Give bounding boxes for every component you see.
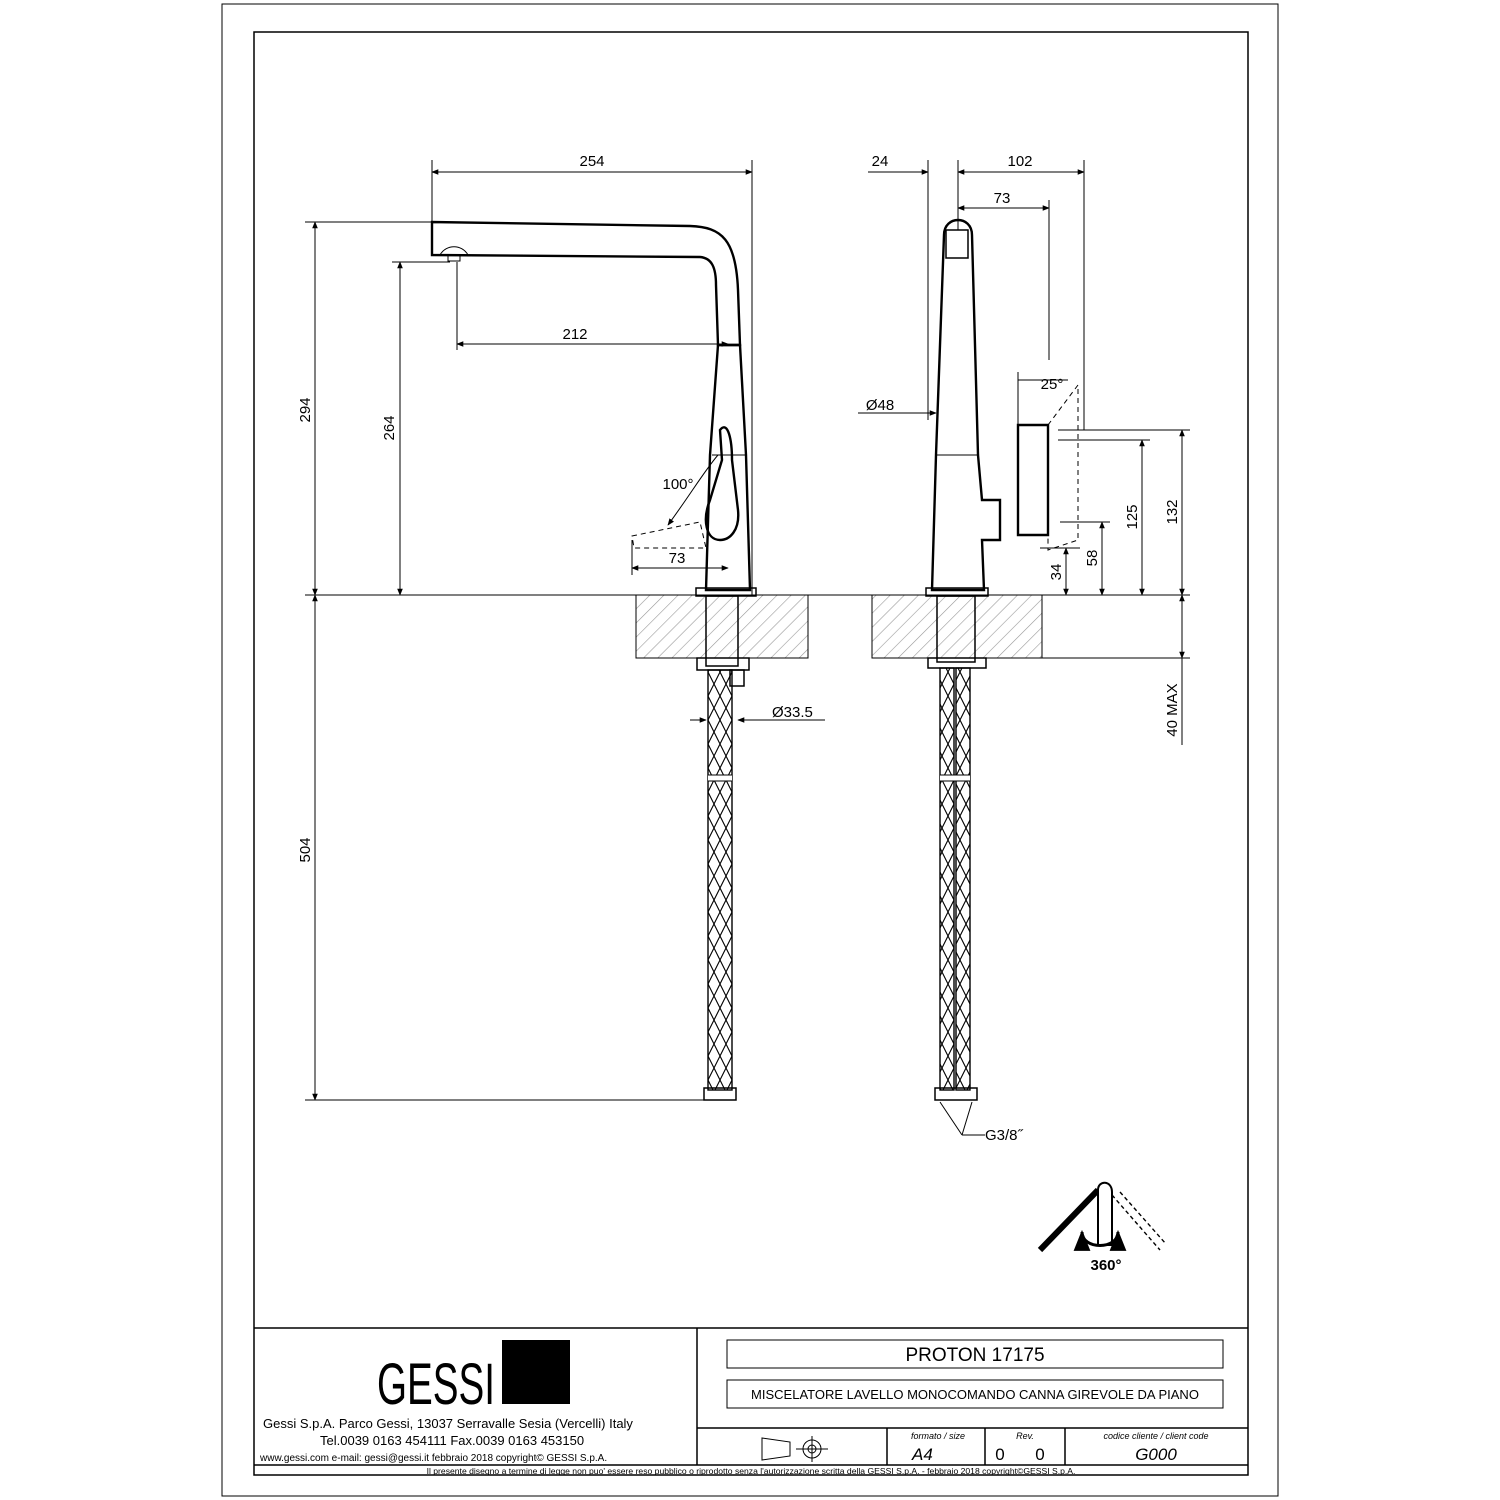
braided-hose-side-2 — [955, 667, 971, 1091]
dim-58: 58 — [1084, 550, 1101, 567]
front-view: 254 294 264 212 100° 73 504 Ø33.5 — [297, 153, 1190, 1101]
dim-254: 254 — [579, 153, 604, 170]
rev-value-1: 0 — [995, 1445, 1004, 1464]
client-code-value: G000 — [1135, 1445, 1177, 1464]
braided-hose-side-1 — [939, 667, 955, 1091]
dim-diameter-48: Ø48 — [866, 397, 894, 414]
product-description-box — [726, 1379, 1224, 1409]
rev-value-2: 0 — [1035, 1445, 1044, 1464]
side-lever-tilt — [1047, 383, 1079, 551]
company-line: Gessi S.p.A. Parco Gessi, 13037 Serraval… — [263, 1416, 633, 1431]
dim-24: 24 — [872, 153, 889, 170]
dim-294: 294 — [297, 397, 314, 422]
title-block: GESSI Gessi S.p.A. Parco Gessi, 13037 Se… — [254, 1327, 1248, 1476]
product-title: PROTON 17175 — [905, 1345, 1044, 1366]
dim-40-max: 40 MAX — [1164, 683, 1181, 736]
side-outlet — [945, 229, 969, 259]
gessi-logo-square — [502, 1340, 570, 1404]
phone-line: Tel.0039 0163 454111 Fax.0039 0163 45315… — [320, 1433, 584, 1448]
lever-outline — [704, 426, 740, 542]
dim-25deg: 25° — [1041, 376, 1064, 393]
page-border — [221, 3, 1279, 1497]
rotation-360-icon: 360° — [1037, 1181, 1167, 1274]
format-label: formato / size — [911, 1431, 965, 1441]
web-line: www.gessi.com e-mail: gessi@gessi.it feb… — [259, 1453, 607, 1464]
dim-73-front: 73 — [669, 550, 686, 567]
braided-hose-front — [707, 669, 733, 1091]
aerator — [439, 246, 469, 256]
drawing-frame — [253, 31, 1249, 1476]
side-view: 24 102 73 25° Ø48 132 125 58 34 40 MAX G… — [858, 153, 1190, 1144]
rotation-label: 360° — [1090, 1257, 1121, 1274]
counter-slab-front — [635, 594, 809, 659]
counter-slab-side — [871, 594, 1043, 659]
dim-132: 132 — [1164, 499, 1181, 524]
projection-symbol — [761, 1436, 828, 1462]
dim-125: 125 — [1124, 504, 1141, 529]
format-value: A4 — [911, 1445, 933, 1464]
lever-rotated-dashed — [631, 521, 707, 549]
rev-label: Rev. — [1016, 1431, 1034, 1441]
client-code-label: codice cliente / client code — [1103, 1431, 1208, 1441]
side-lever — [1016, 423, 1050, 537]
product-description: MISCELATORE LAVELLO MONOCOMANDO CANNA GI… — [751, 1387, 1199, 1402]
spout-outline — [430, 220, 742, 347]
hose-nut-side — [934, 1087, 978, 1101]
dim-g3-8: G3/8˝ — [985, 1127, 1024, 1144]
dim-504: 504 — [297, 837, 314, 862]
legal-notice: Il presente disegno a termine di legge n… — [427, 1466, 1076, 1476]
dim-212: 212 — [562, 326, 587, 343]
body-outline — [704, 343, 752, 592]
dim-diameter-33-5: Ø33.5 — [772, 704, 813, 721]
lever-arc — [667, 454, 719, 526]
product-title-box — [726, 1339, 1224, 1369]
dim-102: 102 — [1007, 153, 1032, 170]
dim-73-side: 73 — [994, 190, 1011, 207]
dim-100deg: 100° — [662, 476, 693, 493]
aerator-outlet — [447, 254, 461, 262]
dim-34: 34 — [1048, 564, 1065, 581]
gessi-logo-text: GESSI — [377, 1352, 495, 1417]
side-body-outline — [930, 218, 1002, 592]
dim-264: 264 — [381, 415, 398, 440]
lock-nut — [696, 657, 750, 671]
shank — [705, 595, 739, 667]
